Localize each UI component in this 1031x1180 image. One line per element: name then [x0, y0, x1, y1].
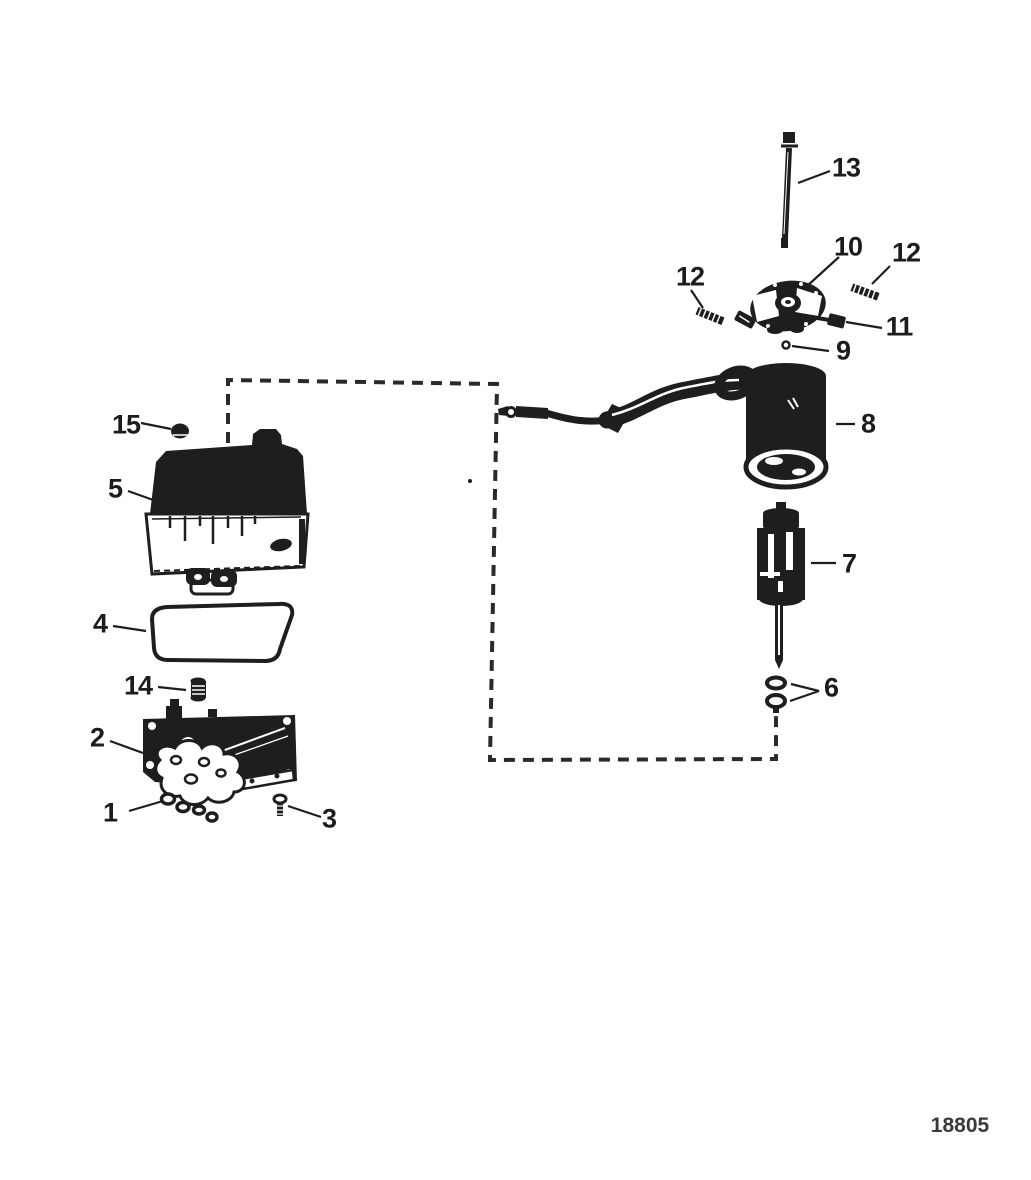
callout-6: 6: [823, 672, 839, 703]
cap-15: [171, 423, 189, 439]
callout-7: 7: [841, 548, 857, 579]
plug-14: [190, 677, 206, 702]
callout-5: 5: [107, 473, 123, 504]
callout-9: 9: [835, 335, 851, 366]
armature-7: [757, 502, 805, 669]
washer-screw-6: [765, 675, 787, 713]
callout-13: 13: [831, 152, 861, 183]
leader-lines: [109, 169, 891, 819]
callout-2: 2: [89, 722, 105, 753]
assembly-dashed-line: [226, 377, 778, 763]
screw-12-right: [850, 283, 880, 301]
terminal-stud-11: [811, 313, 846, 329]
motor-frame-8: [498, 363, 829, 490]
callout-12-right: 12: [891, 237, 921, 268]
seal-rings-1: [159, 792, 219, 823]
callout-10: 10: [833, 231, 863, 262]
pin-9: [781, 340, 791, 350]
gasket-4: [149, 601, 295, 664]
callout-11: 11: [885, 311, 914, 342]
cover-5: [144, 429, 310, 596]
speck: [468, 479, 472, 483]
pump-body-2: [143, 699, 297, 806]
end-cap-10: [734, 280, 826, 334]
callout-1: 1: [102, 797, 118, 828]
screw-3: [272, 793, 288, 816]
callout-8: 8: [860, 408, 876, 439]
callout-3: 3: [321, 803, 337, 834]
through-bolt-13: [781, 132, 798, 248]
callout-14: 14: [123, 670, 153, 701]
callout-15: 15: [111, 409, 141, 440]
callout-12-left: 12: [675, 261, 705, 292]
callout-4: 4: [92, 608, 108, 639]
figure-number: 18805: [930, 1114, 990, 1137]
screw-12-left: [695, 306, 725, 325]
